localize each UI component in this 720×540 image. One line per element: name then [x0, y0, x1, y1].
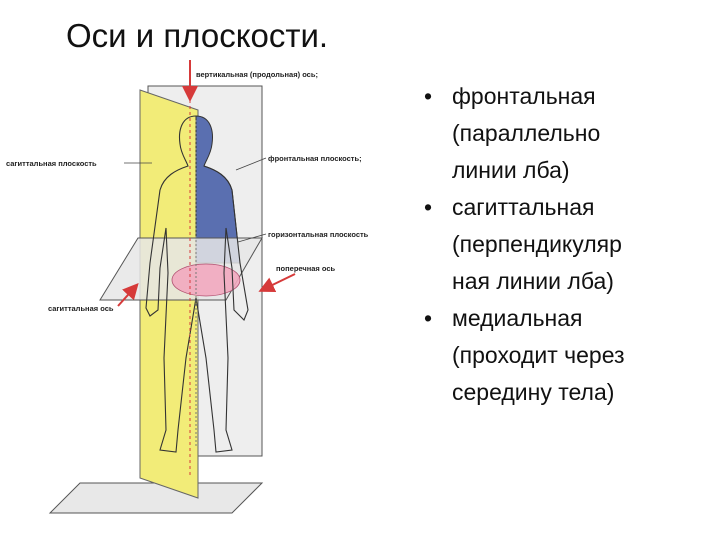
label-transverse-axis: поперечная ось [276, 264, 336, 273]
bullet-item-frontal: • фронтальная (параллельно линии лба) [424, 78, 716, 189]
bullet-line: фронтальная [452, 83, 596, 109]
label-vertical-axis: вертикальная (продольная) ось; [196, 70, 318, 79]
bullet-line: медиальная [452, 305, 583, 331]
bullet-line: (параллельно [452, 120, 601, 146]
anatomy-illustration [48, 60, 296, 514]
bullet-line: линии лба) [452, 157, 570, 183]
transverse-axis-arrow [258, 273, 296, 292]
bullet-marker: • [424, 194, 433, 220]
label-sagittal-axis: сагиттальная ось [48, 304, 114, 313]
sagittal-axis-arrow [117, 283, 139, 307]
bullet-line: сагиттальная [452, 194, 595, 220]
slide-title: Оси и плоскости. [66, 17, 329, 54]
bullet-marker: • [424, 305, 433, 331]
body-outline [145, 115, 249, 453]
bullet-item-sagittal: • сагиттальная (перпендикуляр ная линии … [424, 189, 716, 300]
bullet-line: ная линии лба) [452, 268, 614, 294]
floor-plane [48, 482, 264, 514]
bullet-line: (проходит через [452, 342, 625, 368]
pelvis [171, 263, 241, 297]
anatomy-planes-figure: вертикальная (продольная) ось; сагитталь… [0, 58, 410, 540]
label-horizontal-plane: горизонтальная плоскость [268, 230, 369, 239]
bullet-item-medial: • медиальная (проходит через середину те… [424, 300, 716, 411]
bullet-line: середину тела) [452, 379, 615, 405]
label-sagittal-plane: сагиттальная плоскость [6, 159, 97, 168]
bullet-line: (перпендикуляр [452, 231, 622, 257]
label-frontal-plane: фронтальная плоскость; [268, 154, 362, 163]
bullet-marker: • [424, 83, 433, 109]
bullet-list: • фронтальная (параллельно линии лба) • … [424, 78, 716, 411]
